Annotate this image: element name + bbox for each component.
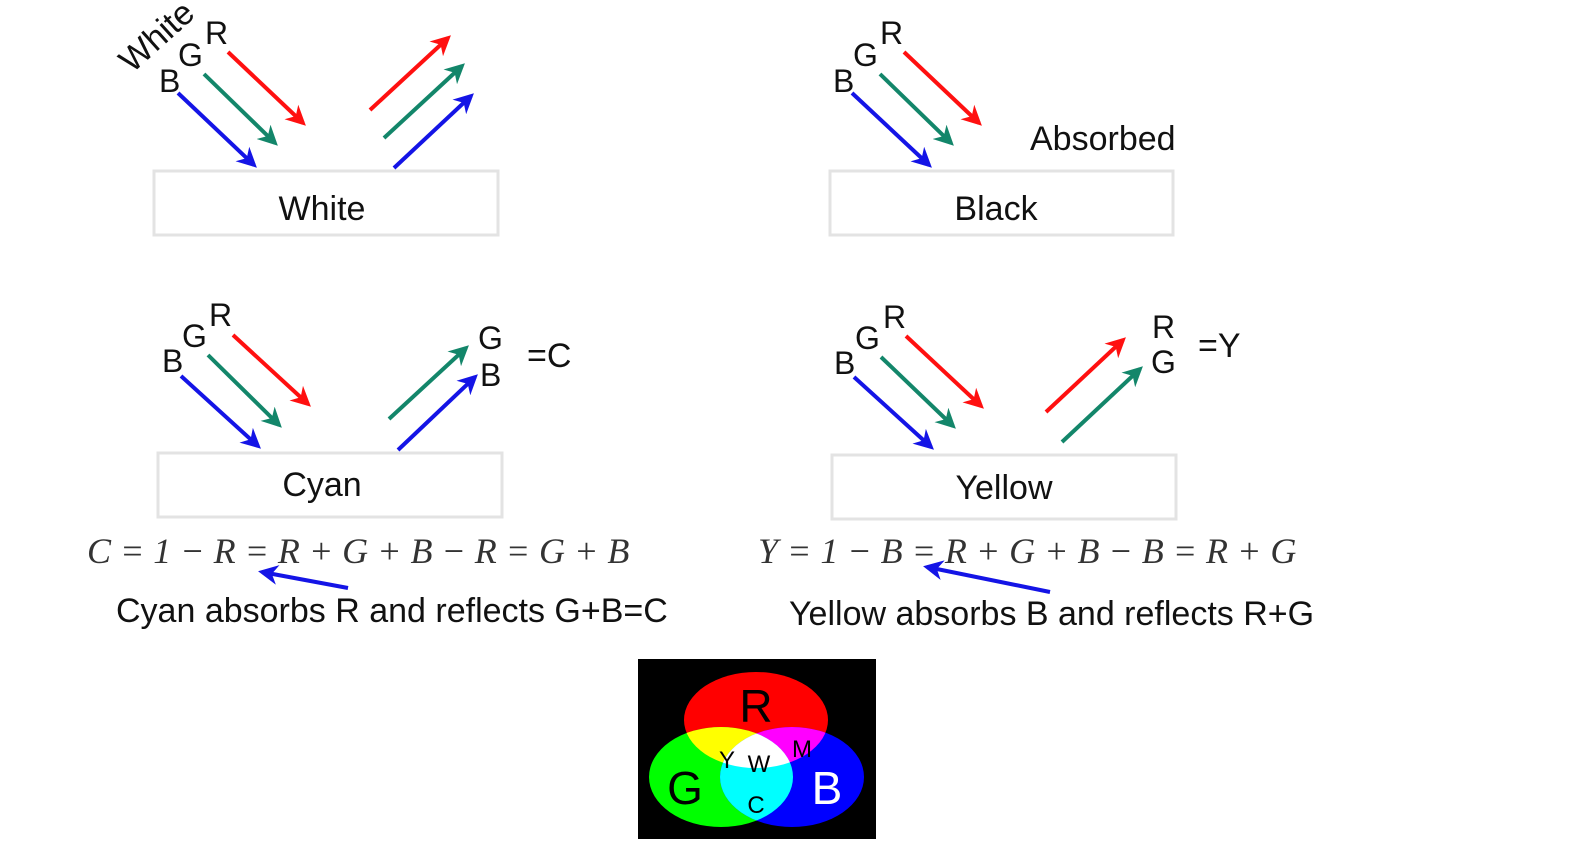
yellow-caption: Yellow absorbs B and reflects R+G: [789, 595, 1314, 633]
reflected-g-label: G: [478, 320, 503, 356]
incoming-red-arrow: [231, 333, 311, 407]
incoming-b-label: B: [833, 63, 854, 99]
incoming-green-arrow: [878, 72, 954, 146]
reflected-red-arrow: [1044, 337, 1126, 414]
venn-b-label: B: [812, 762, 843, 814]
incoming-g-label: G: [853, 37, 878, 73]
incoming-r-label: R: [205, 15, 228, 51]
incoming-green-arrow: [206, 353, 282, 428]
venn-w-label: W: [748, 751, 771, 778]
incoming-r-label: R: [209, 297, 232, 333]
incoming-red-arrow: [226, 50, 306, 126]
rgb-venn-diagram: R G B Y M C W: [638, 659, 876, 839]
reflected-red-arrow: [368, 35, 451, 112]
panel-yellow: B G R R G =Y Yellow Y = 1 − B = R + G + …: [758, 299, 1314, 633]
incoming-red-arrow: [904, 334, 984, 409]
surface-box-yellow: [830, 453, 1178, 521]
incoming-g-label: G: [178, 37, 203, 73]
surface-box-cyan: [156, 451, 504, 519]
incoming-g-label: G: [182, 318, 207, 354]
cyan-equation: C = 1 − R = R + G + B − R = G + B: [87, 531, 629, 571]
cyan-result-label: =C: [527, 337, 571, 375]
reflected-blue-arrow: [392, 93, 474, 170]
incoming-r-label: R: [880, 15, 903, 51]
absorbed-label: Absorbed: [1030, 120, 1176, 158]
reflected-b-label: B: [480, 357, 501, 393]
surface-label-black: Black: [954, 190, 1038, 228]
yellow-equation: Y = 1 − B = R + G + B − B = R + G: [758, 531, 1296, 571]
incoming-blue-arrow: [176, 91, 257, 168]
surface-box-white: [152, 169, 500, 237]
reflected-r-label: R: [1152, 309, 1175, 345]
reflected-blue-arrow: [396, 374, 478, 452]
incoming-red-arrow: [902, 50, 982, 126]
venn-g-label: G: [667, 762, 703, 814]
equation-pointer-arrow: [923, 560, 1051, 594]
incoming-green-arrow: [879, 355, 956, 429]
venn-c-label: C: [747, 792, 764, 819]
incoming-green-arrow: [202, 72, 278, 146]
incoming-blue-arrow: [179, 374, 261, 449]
reflected-g-label: G: [1151, 344, 1176, 380]
yellow-result-label: =Y: [1198, 327, 1241, 365]
incoming-b-label: B: [159, 63, 180, 99]
reflected-green-arrow: [387, 345, 469, 421]
incoming-b-label: B: [162, 343, 183, 379]
equation-pointer-arrow: [258, 565, 349, 590]
reflected-green-arrow: [1060, 366, 1143, 444]
surface-box-black: [828, 169, 1175, 237]
incoming-b-label: B: [834, 345, 855, 381]
panel-black: B G R Absorbed Black: [828, 15, 1176, 237]
surface-label-white: White: [279, 190, 366, 228]
surface-label-yellow: Yellow: [955, 469, 1052, 507]
panel-cyan: B G R G B =C Cyan C = 1 − R = R + G + B …: [87, 297, 668, 630]
venn-m-label: M: [792, 736, 812, 763]
incoming-r-label: R: [883, 299, 906, 335]
incoming-g-label: G: [855, 320, 880, 356]
venn-y-label: Y: [719, 747, 735, 774]
incoming-blue-arrow: [850, 91, 932, 168]
surface-label-cyan: Cyan: [282, 466, 361, 504]
panel-white: White B G R White: [112, 0, 500, 237]
venn-r-label: R: [739, 680, 772, 732]
venn-white-region: [720, 727, 793, 768]
cyan-caption: Cyan absorbs R and reflects G+B=C: [116, 592, 668, 630]
reflected-green-arrow: [382, 63, 465, 140]
incoming-blue-arrow: [852, 375, 934, 450]
